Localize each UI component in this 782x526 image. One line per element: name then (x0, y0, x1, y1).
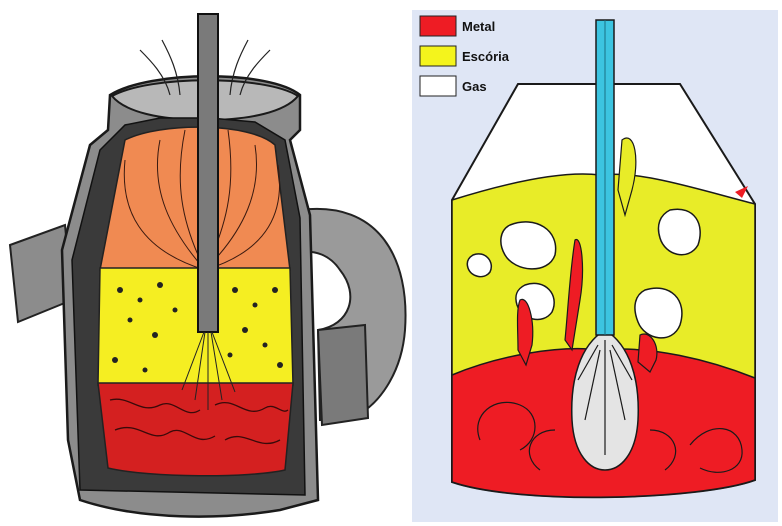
right-trunnion-block (318, 325, 368, 425)
legend-label-slag: Escória (462, 49, 510, 64)
converter-schematic: Metal Escória Gas (412, 10, 778, 522)
slag-zone (98, 268, 293, 385)
oxygen-lance-icon (198, 14, 218, 332)
legend-swatch-metal (420, 16, 456, 36)
legend-item-slag: Escória (420, 46, 510, 66)
furnace-cutaway-illustration (10, 14, 406, 517)
legend-label-gas: Gas (462, 79, 487, 94)
legend-swatch-gas (420, 76, 456, 96)
legend-swatch-slag (420, 46, 456, 66)
legend-item-gas: Gas (420, 76, 487, 96)
legend-label-metal: Metal (462, 19, 495, 34)
